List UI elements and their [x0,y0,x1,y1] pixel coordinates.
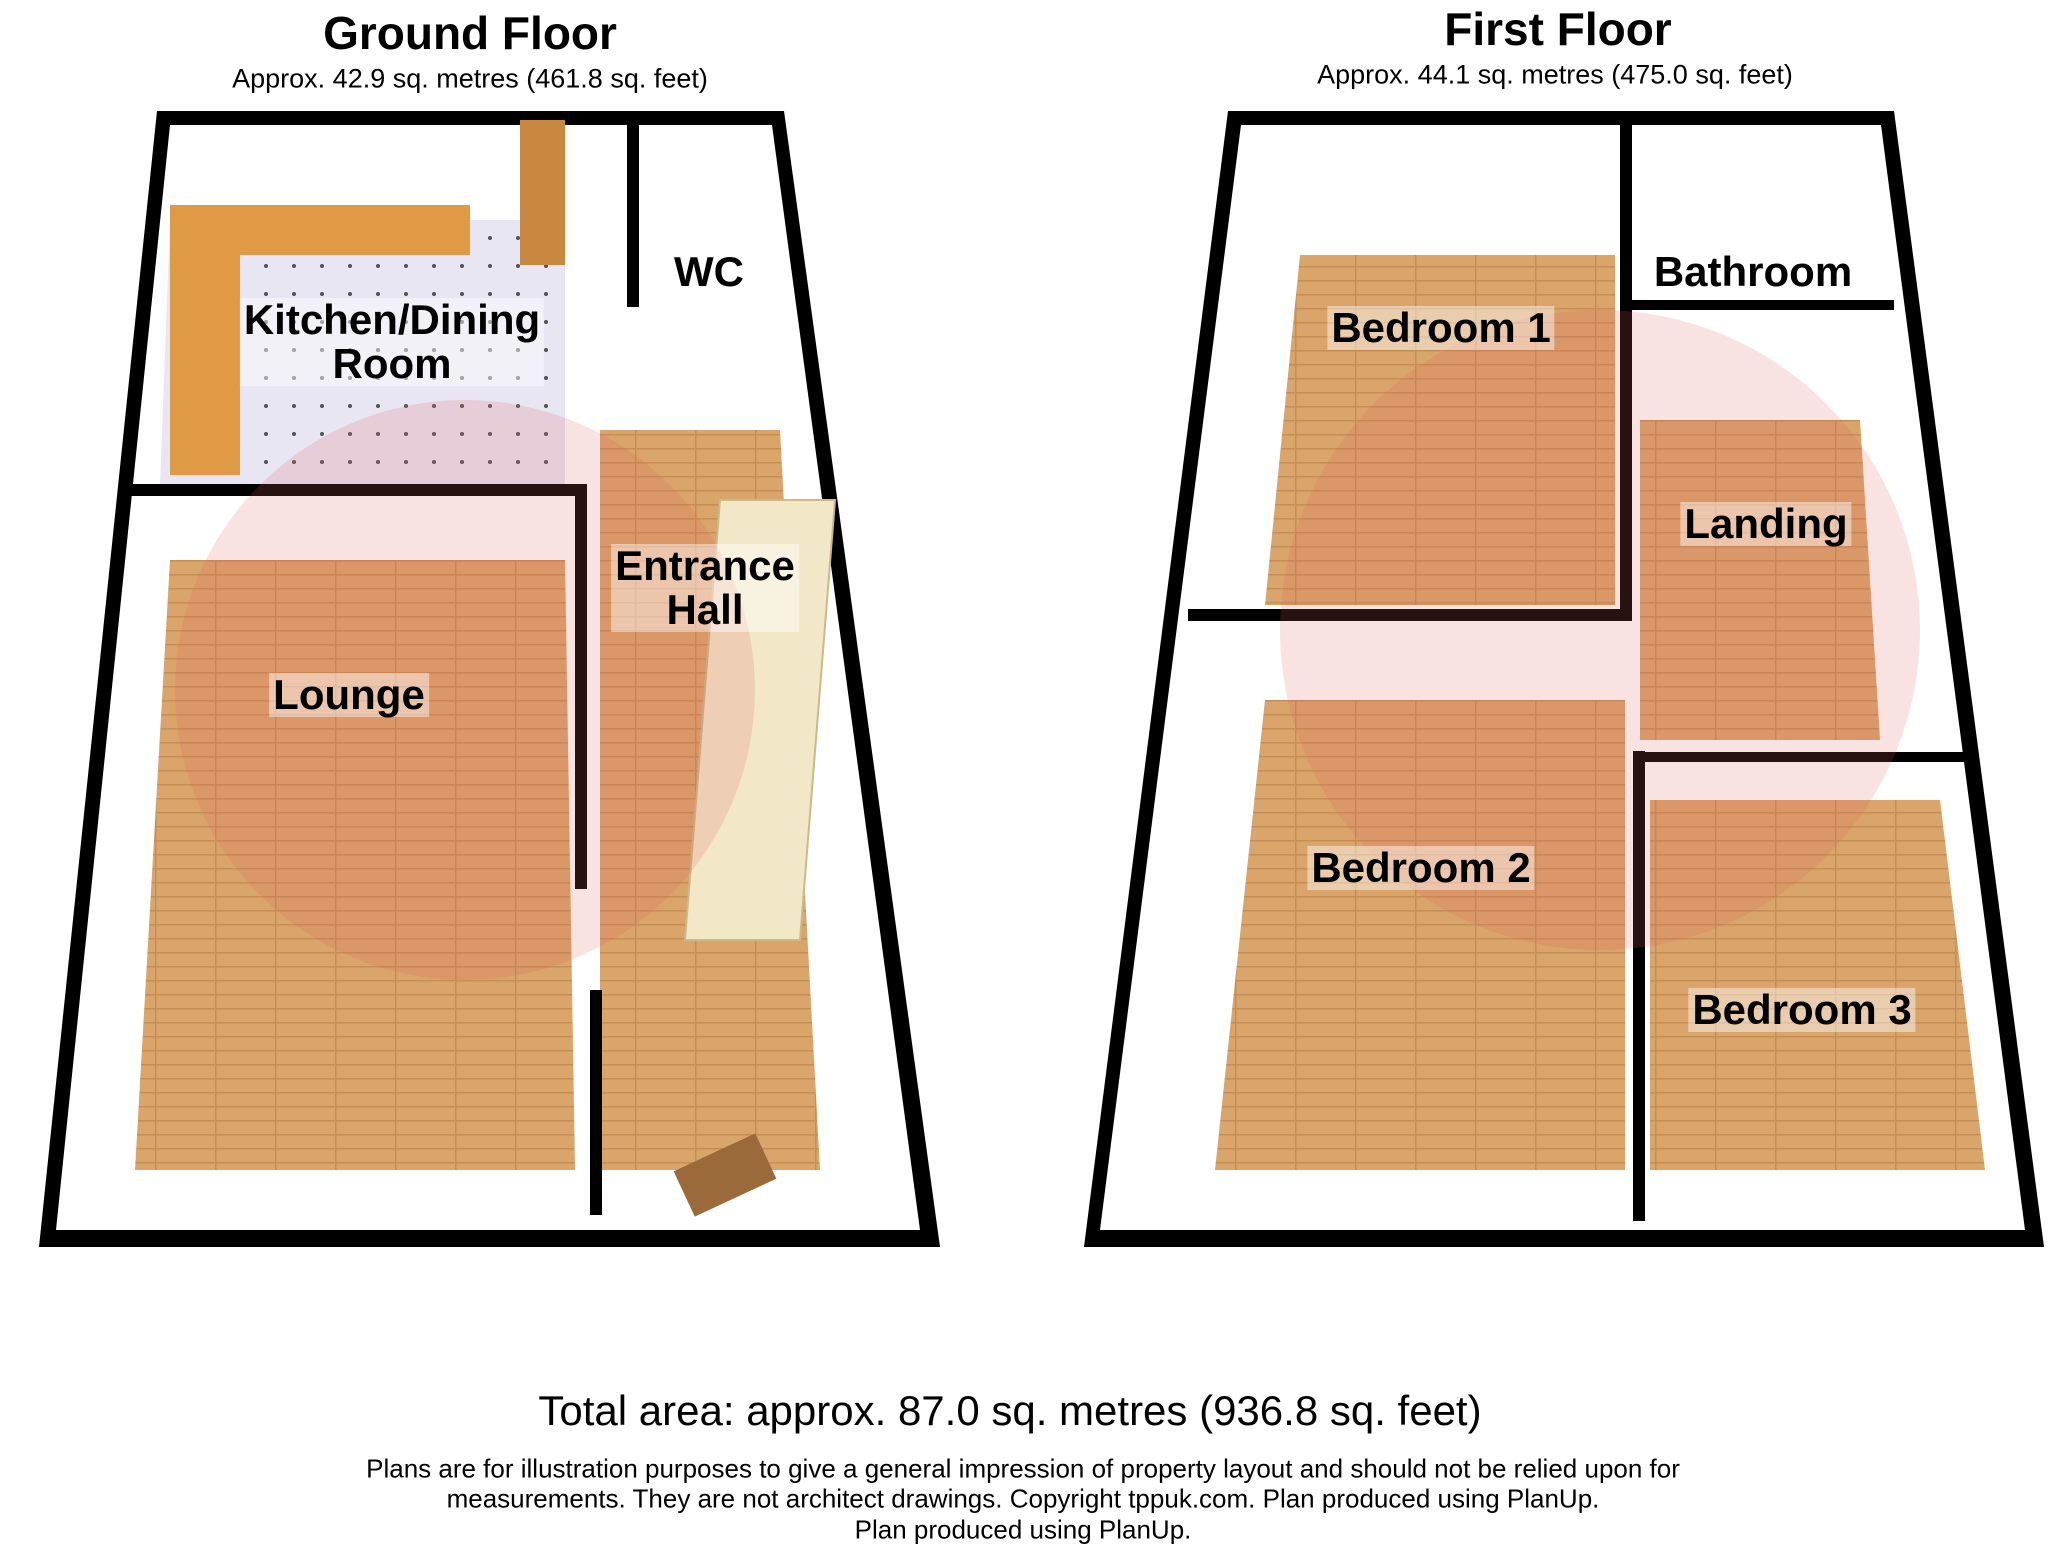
disclaimer-line2: measurements. They are not architect dra… [446,1483,1600,1514]
bedroom3-top-wall [1640,752,1965,762]
wc-wall [627,111,639,307]
ground-floor-title: Ground Floor [323,7,617,59]
disclaimer-line1: Plans are for illustration purposes to g… [366,1453,1680,1484]
room-label-kitchen: Kitchen/Dining Room [239,296,545,387]
hall-label-line1: Entrance [615,542,795,589]
bathroom-wall [1632,300,1894,310]
ground-floor-plan [39,111,940,1247]
kitchen-floor [160,220,565,485]
room-label-bathroom: Bathroom [1649,250,1857,294]
disclaimer-line3: Plan produced using PlanUp. [854,1514,1192,1545]
lounge-hall-wall-lower [590,990,602,1215]
first-floor-plan [1084,111,2044,1247]
bedroom3-floor [1650,800,1985,1170]
total-area: Total area: approx. 87.0 sq. metres (936… [538,1387,1482,1434]
room-label-landing: Landing [1680,502,1852,546]
back-door [520,120,565,265]
lounge-hall-wall [575,484,587,889]
kitchen-label-line1: Kitchen/Dining [243,296,541,343]
ground-floor-area: Approx. 42.9 sq. metres (461.8 sq. feet) [232,63,708,94]
bedroom1-floor [1265,255,1615,605]
kitchen-worktop-side [170,205,240,475]
first-floor-area: Approx. 44.1 sq. metres (475.0 sq. feet) [1317,59,1793,90]
watermark-logo [175,310,1920,980]
bedroom2-floor [1215,700,1625,1170]
staircase [683,499,837,941]
bedroom2-bedroom3-wall [1633,751,1645,1221]
room-label-wc: WC [670,250,748,294]
room-label-lounge: Lounge [269,673,429,717]
room-label-entrance-hall: Entrance Hall [611,544,799,632]
kitchen-lounge-wall [125,484,585,496]
kitchen-label-line2: Room [332,340,452,387]
first-floor-title: First Floor [1444,3,1672,55]
landing-floor [1640,420,1880,740]
room-label-bedroom3: Bedroom 3 [1688,988,1916,1032]
room-label-bedroom1: Bedroom 1 [1327,306,1555,350]
bedroom1-landing-wall [1620,111,1632,616]
bedroom1-bedroom2-wall [1188,609,1632,621]
room-label-bedroom2: Bedroom 2 [1307,846,1535,890]
hall-label-line2: Hall [666,586,744,633]
front-door [673,1133,777,1217]
lounge-floor [135,560,575,1170]
